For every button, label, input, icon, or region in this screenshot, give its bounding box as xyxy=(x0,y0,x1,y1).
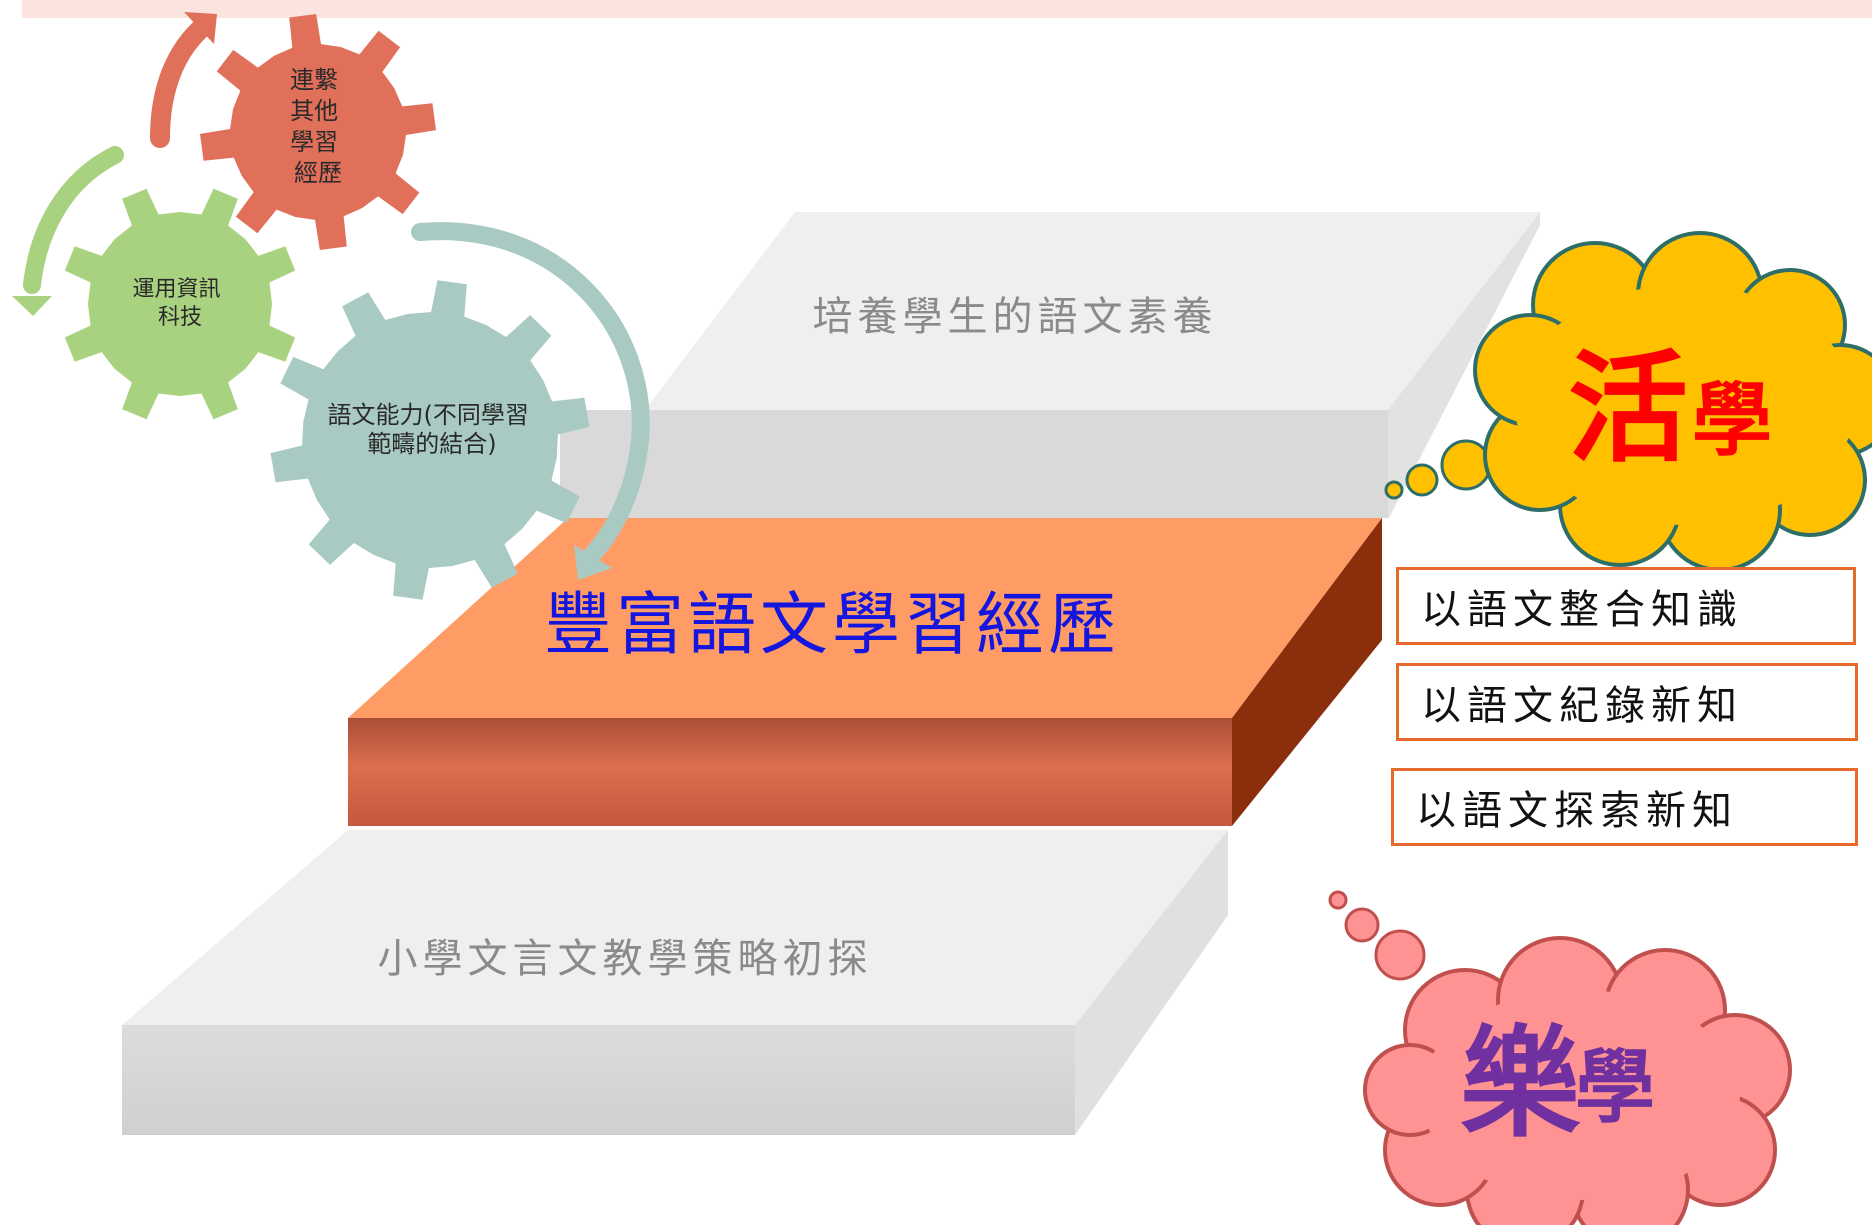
bottom-step: 小學文言文教學策略初探 xyxy=(122,830,1228,1135)
gear-red-line-1: 連繫 xyxy=(290,66,338,94)
cloud-joy-small: 學 xyxy=(1575,1040,1655,1134)
gear-red-line-4: 經歷 xyxy=(294,159,342,187)
cloud-live-big: 活 xyxy=(1568,338,1688,479)
box-explore-text: 以語文探索新知 xyxy=(1416,788,1738,834)
gear-teal-line-2: 範疇的結合) xyxy=(367,430,496,458)
gear-green-shape xyxy=(64,188,296,420)
gear-green-line-2: 科技 xyxy=(158,305,202,330)
teal-arrow xyxy=(411,222,650,564)
cycle-arrows xyxy=(12,12,650,580)
gear-teal xyxy=(270,280,590,600)
green-arrowhead xyxy=(12,296,52,316)
box-record-text: 以語文紀錄新知 xyxy=(1421,683,1743,729)
red-arrow xyxy=(150,15,215,148)
red-arrowhead xyxy=(184,12,217,44)
teal-arrowhead xyxy=(574,545,612,580)
gear-teal-line-1: 語文能力(不同學習 xyxy=(327,401,528,429)
top-step: 培養學生的語文素養 xyxy=(560,212,1540,520)
gear-red-line-2: 其他 xyxy=(290,97,338,125)
box-integrate-knowledge: 以語文整合知識 xyxy=(1396,567,1856,645)
green-arrow xyxy=(23,146,124,294)
gear-red-line-3: 學習 xyxy=(290,128,338,156)
box-integrate-text: 以語文整合知識 xyxy=(1421,587,1743,633)
cloud-live-bubble-1 xyxy=(1384,480,1404,500)
gear-green-line-1: 運用資訊 xyxy=(132,277,220,302)
cloud-live-small: 學 xyxy=(1692,373,1772,467)
cloud-joy-bubble-3 xyxy=(1374,929,1426,981)
top-banner xyxy=(22,0,1872,18)
cloud-joy-bubble-2 xyxy=(1344,907,1380,943)
gear-teal-text: 語文能力(不同學習 範疇的結合) xyxy=(327,401,536,458)
cloud-joy-learning: 樂 學 xyxy=(1328,890,1792,1225)
gear-red-shape xyxy=(200,14,436,250)
middle-step-label: 豐富語文學習經歷 xyxy=(544,586,1120,665)
gear-teal-shape xyxy=(270,280,590,600)
box-explore-knowledge: 以語文探索新知 xyxy=(1391,768,1858,846)
cloud-live-bubble-3 xyxy=(1440,439,1492,491)
gear-green-text: 運用資訊 科技 xyxy=(132,277,227,330)
middle-step: 豐富語文學習經歷 xyxy=(348,518,1382,826)
cloud-joy-bubble-1 xyxy=(1328,890,1348,910)
box-record-knowledge: 以語文紀錄新知 xyxy=(1396,663,1858,741)
cloud-live-bubble-2 xyxy=(1405,463,1439,497)
gear-green xyxy=(64,188,296,420)
bottom-step-label: 小學文言文教學策略初探 xyxy=(378,936,873,982)
cloud-joy-big: 樂 xyxy=(1460,1013,1581,1154)
gear-red-text: 連繫 其他 學習 經歷 xyxy=(290,66,346,187)
cloud-live-learning: 活 學 xyxy=(1384,231,1872,572)
gear-red xyxy=(200,14,436,250)
top-step-label: 培養學生的語文素養 xyxy=(813,294,1218,340)
